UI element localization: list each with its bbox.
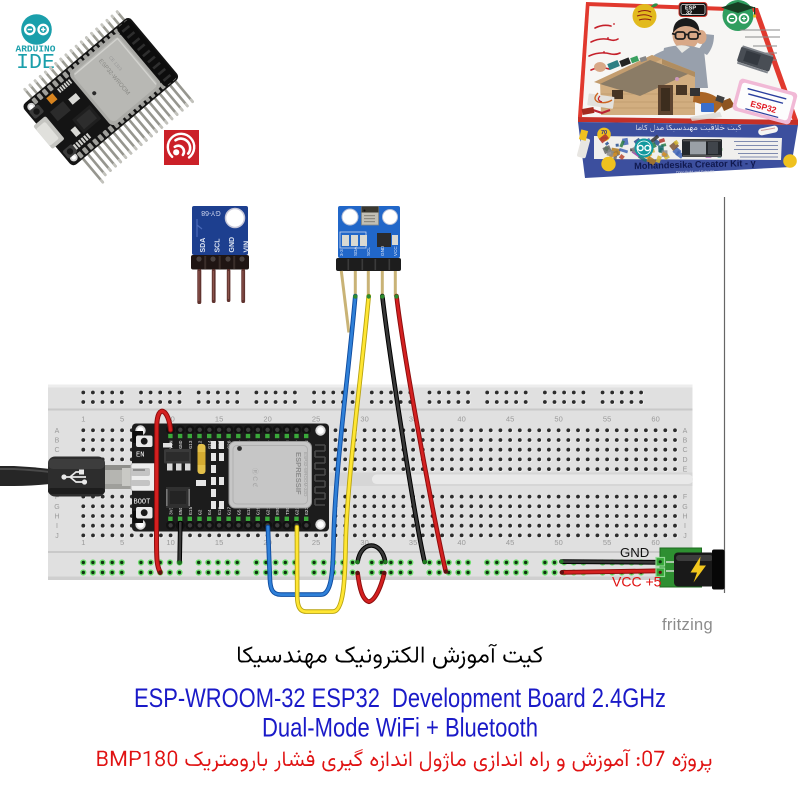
svg-text:G16: G16: [217, 506, 223, 515]
svg-text:15: 15: [215, 415, 223, 424]
svg-text:35: 35: [409, 415, 417, 424]
svg-text:E: E: [683, 467, 688, 474]
svg-text:1: 1: [81, 538, 85, 547]
svg-text:55: 55: [603, 538, 611, 547]
svg-text:A: A: [55, 428, 60, 435]
svg-text:Open Build and Extra Kit: Open Build and Extra Kit: [676, 169, 714, 174]
svg-text:G4: G4: [207, 509, 213, 515]
svg-text:ESP-WROOM-32 ESP32 Developmen: ESP-WROOM-32 ESP32 Development Board 2.4…: [134, 683, 666, 713]
svg-text:60: 60: [651, 415, 659, 424]
svg-text:C: C: [54, 447, 59, 454]
svg-text:GND: GND: [620, 545, 649, 560]
svg-text:fritzing: fritzing: [662, 616, 713, 634]
svg-text:G18: G18: [246, 506, 252, 515]
svg-text:G17: G17: [227, 506, 233, 515]
svg-text:G5: G5: [236, 509, 242, 515]
svg-text:ESP: ESP: [685, 6, 696, 12]
svg-text:5: 5: [120, 415, 124, 424]
svg-text:B: B: [55, 438, 60, 445]
svg-text:30: 30: [360, 415, 368, 424]
svg-text:SCL: SCL: [366, 247, 371, 256]
svg-text:EN: EN: [136, 452, 144, 460]
svg-text:32: 32: [686, 11, 692, 17]
svg-text:70: 70: [601, 130, 607, 136]
svg-text:A: A: [683, 428, 688, 435]
svg-text:J: J: [55, 533, 59, 540]
svg-text:40: 40: [457, 415, 465, 424]
svg-text:G: G: [682, 504, 687, 511]
svg-text:50: 50: [554, 538, 562, 547]
svg-text:Ⓡ C ℭ: Ⓡ C ℭ: [251, 468, 259, 488]
svg-text:Mohandesika Creator Kit - γ: Mohandesika Creator Kit - γ: [634, 158, 757, 171]
svg-text:5: 5: [120, 538, 124, 547]
svg-text:ESPRESSIF: ESPRESSIF: [294, 452, 303, 495]
svg-text:GND: GND: [178, 440, 184, 449]
svg-text:G21: G21: [265, 506, 271, 515]
svg-text:45: 45: [506, 538, 514, 547]
svg-text:40: 40: [457, 538, 465, 547]
svg-text:IDE: IDE: [16, 51, 55, 75]
svg-text:SDA: SDA: [200, 238, 207, 253]
svg-text:G: G: [54, 504, 59, 511]
svg-text:G22: G22: [295, 506, 301, 515]
svg-text:G23: G23: [304, 506, 310, 515]
svg-text:GY-68: GY-68: [201, 209, 221, 216]
svg-text:RX0: RX0: [275, 506, 281, 515]
svg-text:15: 15: [215, 538, 223, 547]
svg-text:D: D: [682, 457, 687, 464]
svg-text:55: 55: [603, 415, 611, 424]
svg-text:SCL: SCL: [214, 238, 221, 253]
svg-text:C: C: [682, 447, 687, 454]
svg-text:G15: G15: [188, 506, 194, 515]
svg-text:G19: G19: [256, 506, 262, 515]
svg-text:F: F: [683, 494, 687, 501]
svg-text:F: F: [55, 494, 59, 501]
svg-text:VCC +5: VCC +5: [612, 574, 662, 590]
svg-text:G2: G2: [198, 509, 204, 515]
svg-text:60: 60: [651, 538, 659, 547]
svg-text:GND: GND: [380, 245, 385, 256]
svg-text:SDA: SDA: [353, 246, 358, 256]
svg-text:35: 35: [409, 538, 417, 547]
svg-text:ARDUINO: ARDUINO: [16, 44, 56, 55]
svg-text:1: 1: [81, 415, 85, 424]
svg-text:B: B: [683, 438, 688, 445]
svg-text:G14: G14: [207, 440, 213, 449]
svg-text:30: 30: [360, 538, 368, 547]
svg-text:GND: GND: [178, 506, 184, 515]
svg-text:GND: GND: [229, 237, 236, 253]
svg-text:ESP32-WROOM-32D: ESP32-WROOM-32D: [303, 452, 308, 497]
svg-text:VCC: VCC: [393, 246, 398, 256]
svg-text:G13: G13: [188, 440, 194, 449]
svg-text:H: H: [54, 514, 59, 521]
svg-text:H: H: [682, 514, 687, 521]
svg-text:3-3: 3-3: [339, 249, 344, 256]
svg-text:50: 50: [554, 415, 562, 424]
svg-text:45: 45: [506, 415, 514, 424]
svg-text:25: 25: [312, 415, 320, 424]
svg-text:20: 20: [263, 415, 271, 424]
svg-text:TX0: TX0: [285, 506, 291, 515]
svg-text:I: I: [684, 523, 686, 530]
svg-text:I: I: [56, 523, 58, 530]
svg-text:J: J: [683, 533, 687, 540]
svg-text:BOOT: BOOT: [134, 499, 151, 507]
svg-text:Dual-Mode WiFi + Bluetooth: Dual-Mode WiFi + Bluetooth: [262, 713, 538, 743]
svg-text:10: 10: [166, 538, 174, 547]
svg-text:3V3: 3V3: [168, 506, 174, 515]
svg-text:VIN: VIN: [243, 241, 250, 253]
svg-text:25: 25: [312, 538, 320, 547]
